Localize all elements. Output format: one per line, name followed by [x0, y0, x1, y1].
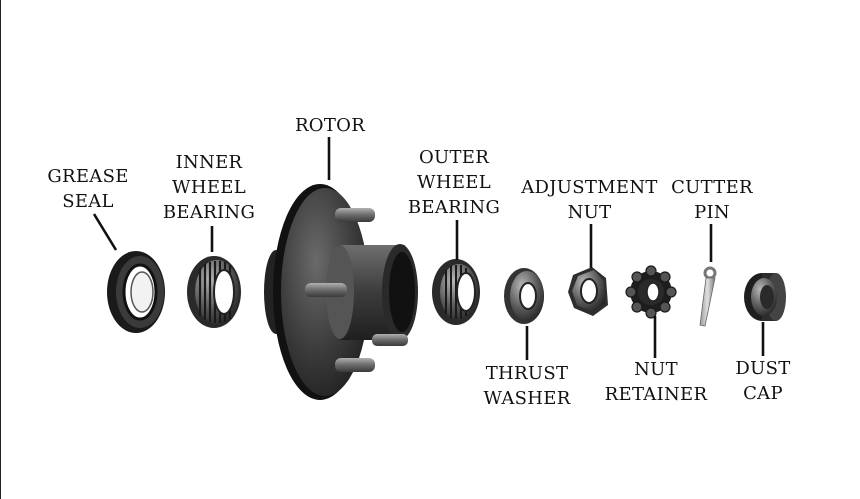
inner-wheel-bearing-part: [187, 256, 241, 328]
label-outer-wheel-bearing: OUTER WHEEL BEARING: [407, 147, 501, 218]
outer-wheel-bearing-part: [432, 259, 480, 325]
label-inner-wheel-bearing: INNER WHEEL BEARING: [162, 152, 256, 223]
leader-grease-seal: [92, 213, 118, 251]
label-rotor: ROTOR: [294, 115, 366, 136]
dust-cap-part: [744, 273, 786, 321]
nut-retainer-part: [625, 265, 677, 319]
left-border: [0, 0, 1, 499]
label-dust-cap: DUST CAP: [735, 358, 791, 404]
label-grease-seal: GREASE SEAL: [47, 166, 129, 212]
thrust-washer-part: [504, 268, 544, 324]
rotor-part: [264, 184, 418, 400]
leader-lines: [92, 137, 765, 360]
label-adjustment-nut: ADJUSTMENT NUT: [521, 177, 658, 223]
label-nut-retainer: NUT RETAINER: [604, 359, 708, 405]
cutter-pin-part: [699, 266, 717, 327]
adjustment-nut-part: [568, 267, 608, 316]
grease-seal-part: [107, 251, 165, 333]
label-cutter-pin: CUTTER PIN: [671, 177, 753, 223]
label-thrust-washer: THRUST WASHER: [483, 363, 571, 409]
